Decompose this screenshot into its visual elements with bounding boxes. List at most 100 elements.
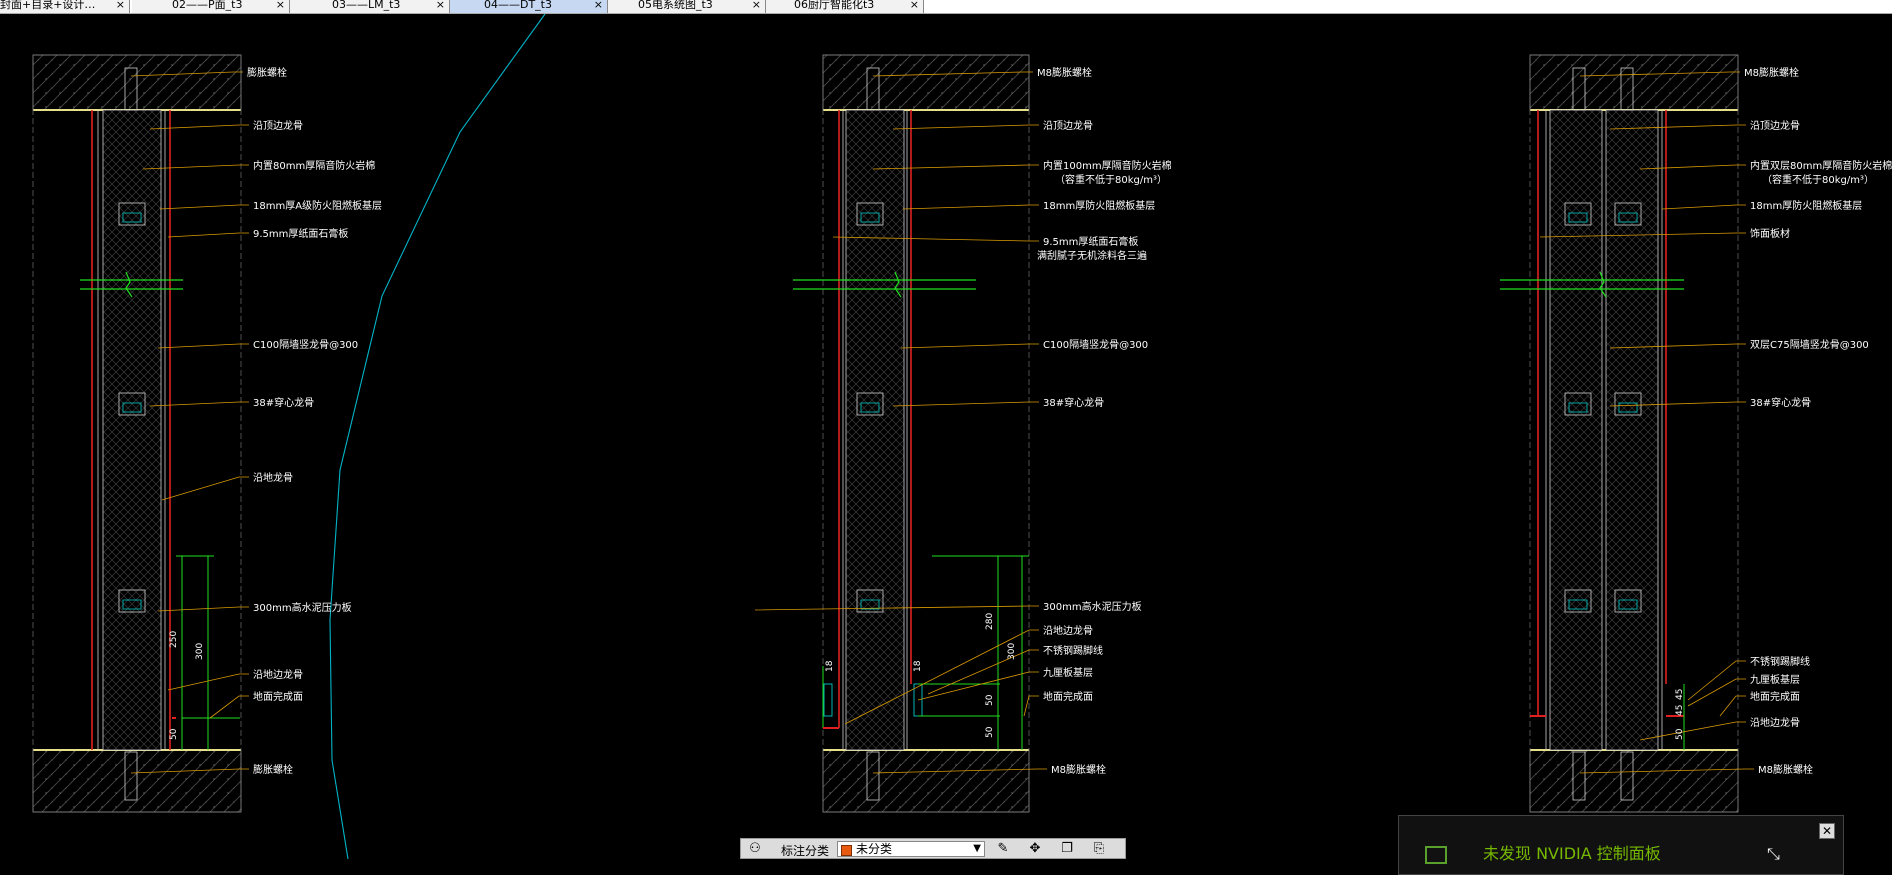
tab-floor-plan[interactable]: 02——P面_t3 × [132, 0, 290, 13]
right-annotation-label: （容重不低于80kg/m³） [1762, 173, 1874, 186]
left-leader-line [149, 124, 249, 130]
tab-label: 06厨厅智能化t3 [794, 0, 875, 11]
tab-cover-index[interactable]: 封面+目录+设计… × [0, 0, 130, 13]
nvidia-notice-text: 未发现 NVIDIA 控制面板 [1483, 844, 1661, 863]
left-leader-line [149, 401, 249, 407]
nvidia-app-icon [1425, 846, 1447, 864]
tab-elevation[interactable]: 03——LM_t3 × [290, 0, 450, 13]
paste-icon[interactable]: ⎘ [1093, 841, 1105, 856]
right-wall-section [1500, 54, 1739, 813]
left-leader-line [157, 606, 249, 612]
right-annotation-label: 九厘板基层 [1750, 673, 1800, 686]
middle-annotation-label: 300mm高水泥压力板 [1043, 600, 1142, 613]
tab-label: 05电系统图_t3 [638, 0, 713, 11]
left-annotation-label: C100隔墙竖龙骨@300 [253, 338, 358, 351]
chevron-down-icon: ▼ [973, 843, 981, 854]
close-icon[interactable]: × [593, 0, 603, 11]
tab-detail[interactable]: 04——DT_t3 × [450, 0, 608, 13]
category-label: 标注分类 [781, 844, 830, 858]
tab-smart-system[interactable]: 06厨厅智能化t3 × [766, 0, 924, 13]
middle-leader-line [917, 671, 1039, 701]
tab-label: 02——P面_t3 [172, 0, 243, 11]
left-dimension-text: 300 [195, 643, 205, 660]
right-annotation-label: 不锈钢踢脚线 [1750, 655, 1810, 668]
middle-leader-line [754, 605, 1039, 611]
left-annotation-label: 沿地边龙骨 [253, 668, 303, 681]
middle-annotation-label: 内置100mm厚隔音防火岩棉 [1043, 159, 1172, 172]
tab-electrical[interactable]: 05电系统图_t3 × [608, 0, 766, 13]
close-icon[interactable]: × [115, 0, 125, 11]
right-annotation-label: 双层C75隔墙竖龙骨@300 [1750, 338, 1869, 351]
right-leader-line [1579, 71, 1740, 77]
middle-annotation-label: C100隔墙竖龙骨@300 [1043, 338, 1148, 351]
category-tag-icon[interactable]: ⚇ [749, 841, 761, 856]
right-dimension-text: 50 [1675, 728, 1685, 740]
category-select[interactable]: 未分类 ▼ [837, 841, 985, 857]
middle-dimension-text: 18 [913, 660, 923, 672]
right-leader-line [1687, 678, 1746, 707]
middle-dimension-text: 18 [825, 660, 835, 672]
middle-dimension-text: 300 [1007, 643, 1017, 660]
middle-annotation-label: 九厘板基层 [1043, 666, 1093, 679]
left-leader-line [167, 232, 249, 238]
middle-top-slab [822, 54, 1030, 111]
middle-annotation-label: M8膨胀螺栓 [1051, 763, 1106, 776]
middle-leader-line [927, 649, 1039, 695]
right-annotation-label: 沿地边龙骨 [1750, 716, 1800, 729]
middle-annotation-label: 沿顶边龙骨 [1043, 119, 1093, 132]
middle-wall-section [793, 54, 1030, 813]
left-leader-line [161, 476, 249, 501]
right-leader-line [1609, 124, 1746, 130]
close-icon[interactable]: × [751, 0, 761, 11]
right-annotation-label: 沿顶边龙骨 [1750, 119, 1800, 132]
middle-annotation-label: 沿地边龙骨 [1043, 624, 1093, 637]
right-leader-line [1661, 204, 1746, 210]
middle-dimension-text: 50 [985, 726, 995, 738]
left-leader-line [157, 343, 249, 349]
close-icon[interactable]: ✕ [1819, 823, 1835, 839]
right-leader-line [1539, 232, 1746, 238]
middle-annotation-label: 18mm厚防火阻燃板基层 [1043, 199, 1155, 212]
left-leader-line [130, 768, 249, 774]
middle-annotation-label: （容重不低于80kg/m³） [1055, 173, 1167, 186]
right-wall-core-b [1605, 109, 1659, 751]
close-icon[interactable]: × [275, 0, 285, 11]
middle-wall-core [845, 109, 905, 751]
left-annotation-label: 沿地龙骨 [253, 471, 293, 484]
move-icon[interactable]: ✥ [1029, 841, 1041, 856]
right-annotation-label: M8膨胀螺栓 [1744, 66, 1799, 79]
annotation-category-toolbar: ⚇ 标注分类 未分类 ▼ ✎ ✥ ❐ ⎘ [740, 838, 1126, 859]
right-leader-line [1609, 343, 1746, 349]
middle-annotation-label: 9.5mm厚纸面石膏板 [1043, 235, 1138, 248]
middle-leader-line [900, 343, 1039, 349]
middle-annotation-label: 不锈钢踢脚线 [1043, 644, 1103, 657]
right-annotation-label: 饰面板材 [1750, 227, 1790, 240]
close-icon[interactable]: × [909, 0, 919, 11]
left-leader-line [159, 204, 249, 210]
right-bottom-slab [1529, 749, 1739, 813]
left-leader-line [130, 71, 243, 77]
left-dimension-text: 50 [169, 728, 179, 740]
left-annotation-label: 膨胀螺栓 [247, 66, 287, 79]
edit-icon[interactable]: ✎ [997, 841, 1009, 856]
left-annotation-label: 38#穿心龙骨 [253, 396, 314, 409]
left-annotation-label: 膨胀螺栓 [253, 763, 293, 776]
right-leader-line [1719, 695, 1746, 717]
selection-polyline [329, 14, 546, 859]
left-dimension-text: 250 [169, 631, 179, 648]
middle-leader-line [902, 204, 1039, 210]
middle-leader-line [892, 401, 1039, 407]
left-annotation-label: 300mm高水泥压力板 [253, 601, 352, 614]
right-annotation-label: 地面完成面 [1750, 690, 1800, 703]
left-annotation-label: 9.5mm厚纸面石膏板 [253, 227, 348, 240]
copy-icon[interactable]: ❐ [1061, 841, 1073, 856]
middle-dimension-text: 280 [985, 613, 995, 630]
left-leader-line [142, 164, 249, 170]
right-dimension-text: 45 [1675, 705, 1685, 716]
category-value: 未分类 [856, 842, 893, 856]
right-dimension-text: 45 [1675, 689, 1685, 700]
close-icon[interactable]: × [435, 0, 445, 11]
right-annotation-label: 38#穿心龙骨 [1750, 396, 1811, 409]
